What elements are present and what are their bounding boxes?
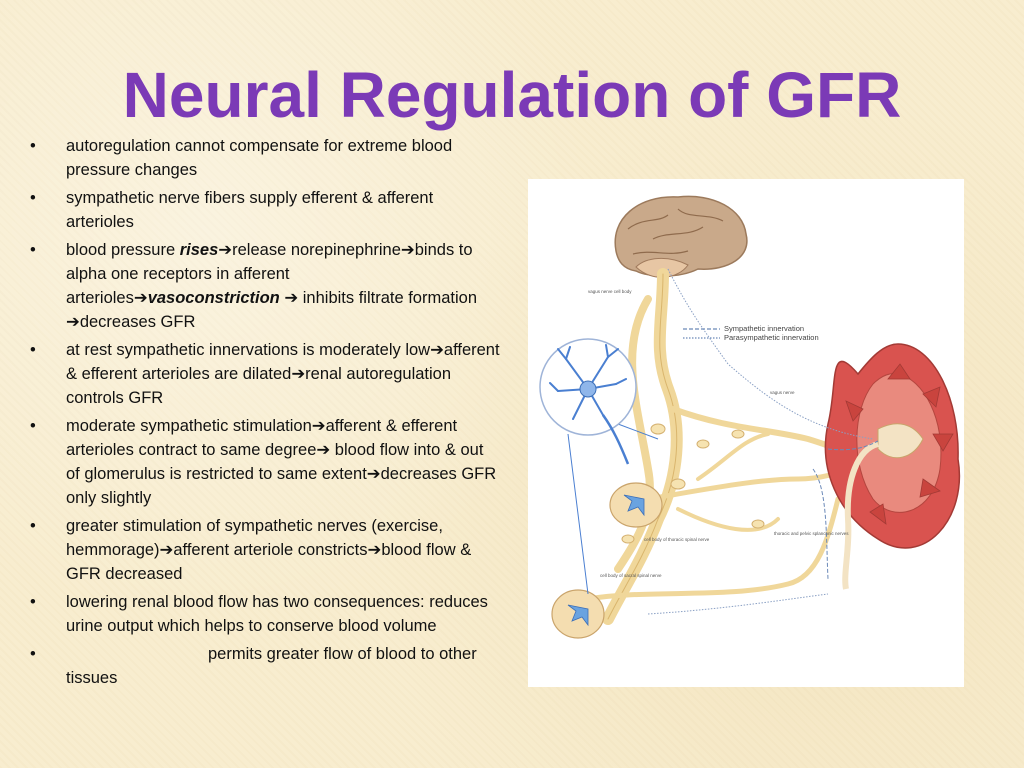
arrow-icon: ➔ [311, 417, 326, 435]
bullet-marker: • [30, 241, 36, 259]
label-sacral-cell-body: cell body of sacral spinal nerve [600, 573, 662, 578]
bullet-text: afferent arteriole constricts [173, 541, 368, 559]
legend-parasympathetic: Parasympathetic innervation [724, 333, 819, 342]
bullet-text: blood flow & GFR decreased [66, 541, 472, 583]
arrow-icon: ➔ [133, 289, 148, 307]
arrow-icon: ➔ [284, 289, 299, 307]
bullet-text: lowering renal blood flow has two conseq… [66, 593, 488, 635]
label-splanchnic: thoracic and pelvic splanchnic nerves [774, 531, 849, 536]
bullet-text: blood flow into & out of glomerulus is r… [66, 441, 484, 483]
bullet-text: autoregulation cannot compensate for ext… [66, 137, 453, 179]
bullet-marker: • [30, 417, 36, 435]
bullet-text: afferent & efferent arterioles are dilat… [66, 341, 500, 383]
bullet-text: decreases GFR [79, 313, 196, 331]
sacral-spinal-section: cell body of sacral spinal nerve [551, 573, 662, 639]
neuron-inset [539, 338, 659, 595]
bullet-marker: • [30, 517, 36, 535]
bullet-list: • autoregulation cannot compensate for e… [30, 134, 500, 694]
bullet-marker: • [30, 137, 36, 155]
arrow-icon: ➔ [366, 465, 381, 483]
slide-title: Neural Regulation of GFR [122, 59, 902, 131]
label-vagus-nerve: vagus nerve [770, 390, 795, 395]
bullet-marker: • [30, 593, 36, 611]
bullet-text: renal autoregulation controls GFR [66, 365, 452, 407]
legend-sympathetic: Sympathetic innervation [724, 324, 804, 333]
arrow-icon: ➔ [159, 541, 174, 559]
bullet-text: binds to alpha one receptors in afferent… [66, 241, 473, 307]
bullet-item: • blood pressure rises➔release norepinep… [30, 238, 500, 334]
bullet-marker: • [30, 645, 36, 663]
arrow-icon: ➔ [430, 341, 444, 359]
bullet-text: moderate sympathetic stimulation [66, 417, 312, 435]
bullet-text: at rest sympathetic innervations is mode… [66, 341, 431, 359]
bullet-text: sympathetic nerve fibers supply efferent… [66, 189, 434, 231]
arrow-icon: ➔ [291, 365, 306, 383]
bullet-item: • at rest sympathetic innervations is mo… [30, 338, 500, 410]
bullet-item: • sympathetic nerve fibers supply effere… [30, 186, 500, 234]
arrow-icon: ➔ [218, 241, 233, 259]
innervation-lines [647, 268, 879, 615]
figure-legend: Sympathetic innervation Parasympathetic … [683, 324, 819, 342]
ganglia [621, 423, 765, 544]
arrow-icon: ➔ [316, 441, 331, 459]
bullet-item: • permits greater flow of blood to other… [30, 642, 500, 690]
label-vagus-cell-body: vagus nerve cell body [588, 289, 632, 294]
thoracic-spinal-section: cell body of thoracic spinal nerve [609, 482, 710, 542]
bullet-marker: • [30, 341, 36, 359]
bullet-text: permits greater flow of blood to other t… [66, 645, 477, 687]
arrow-icon: ➔ [66, 313, 80, 331]
nerve-kidney-illustration: vagus nerve cell body cell body of thora… [528, 179, 964, 687]
bullet-item: • moderate sympathetic stimulation➔affer… [30, 414, 500, 510]
bullet-item: • autoregulation cannot compensate for e… [30, 134, 500, 182]
bullet-text: inhibits filtrate formation [298, 289, 477, 307]
bullet-emphasis: rises [179, 241, 219, 259]
bullet-item: • greater stimulation of sympathetic ner… [30, 514, 500, 586]
label-thoracic-cell-body: cell body of thoracic spinal nerve [644, 537, 710, 542]
bullet-text: release norepinephrine [232, 241, 401, 259]
bullet-marker: • [30, 189, 36, 207]
bullet-item: • lowering renal blood flow has two cons… [30, 590, 500, 638]
bullet-text: decreases GFR only slightly [66, 465, 497, 507]
bullet-text: blood pressure [66, 241, 180, 259]
illustration-svg: vagus nerve cell body cell body of thora… [539, 195, 961, 639]
brain-image: vagus nerve cell body [588, 195, 748, 294]
bullet-emphasis: vasoconstriction [147, 289, 280, 307]
bullet-text: greater stimulation of sympathetic nerve… [66, 517, 443, 559]
kidney-image [824, 343, 961, 590]
arrow-icon: ➔ [367, 541, 382, 559]
arrow-icon: ➔ [400, 241, 415, 259]
bullet-text: afferent & efferent arterioles contract … [66, 417, 458, 459]
